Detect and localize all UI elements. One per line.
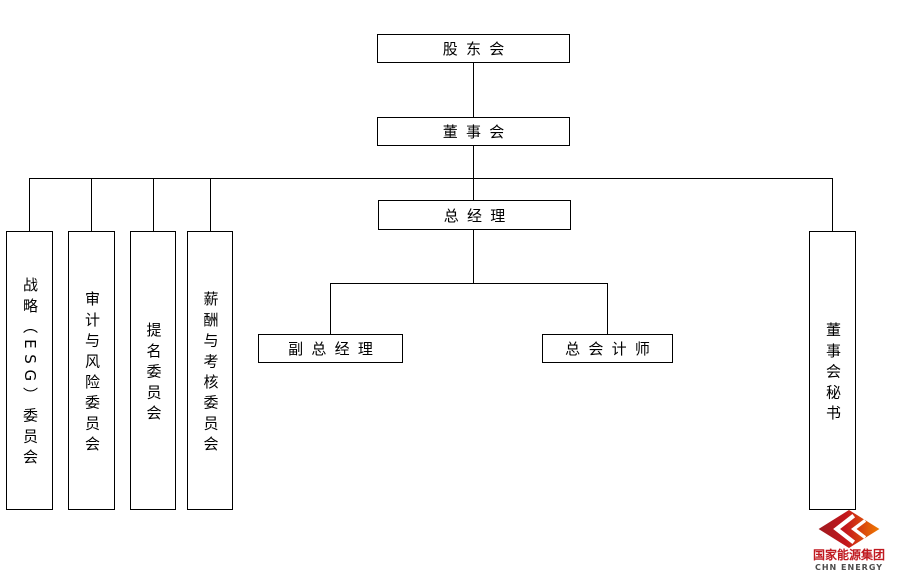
- node-deputy-general-manager: 副总经理: [258, 334, 403, 363]
- chn-energy-logo-icon: [818, 510, 880, 548]
- connector-stub-committee-1: [29, 178, 30, 231]
- node-committee-strategy-esg-label: 战略（ESG）委员会: [21, 277, 39, 470]
- node-shareholders-meeting-label: 股东会: [442, 40, 513, 58]
- node-committee-audit-risk-label: 审计与风险委员会: [83, 290, 101, 457]
- connector-gm-down: [473, 229, 474, 283]
- node-chief-accountant-label: 总会计师: [565, 340, 659, 358]
- connector-stub-committee-4: [210, 178, 211, 231]
- node-chief-accountant: 总会计师: [542, 334, 673, 363]
- node-board-of-directors: 董事会: [377, 117, 570, 146]
- node-general-manager: 总经理: [378, 200, 571, 230]
- node-deputy-general-manager-label: 副总经理: [288, 340, 382, 358]
- connector-branch-top: [29, 178, 833, 179]
- node-general-manager-label: 总经理: [443, 206, 514, 225]
- node-committee-audit-risk: 审计与风险委员会: [68, 231, 115, 510]
- connector-shareholders-board: [473, 62, 474, 118]
- company-logo-name-en: CHN ENERGY: [814, 563, 883, 572]
- node-board-secretary: 董事会秘书: [809, 231, 856, 510]
- node-committee-nomination: 提名委员会: [130, 231, 176, 510]
- company-logo: 国家能源集团 CHN ENERGY: [808, 510, 890, 572]
- connector-stub-committee-3: [153, 178, 154, 231]
- node-shareholders-meeting: 股东会: [377, 34, 570, 63]
- node-board-secretary-label: 董事会秘书: [824, 321, 842, 426]
- node-board-of-directors-label: 董事会: [442, 123, 513, 141]
- connector-stub-secretary: [832, 178, 833, 231]
- connector-board-gm: [473, 145, 474, 201]
- connector-branch-bottom: [330, 283, 608, 284]
- node-committee-nomination-label: 提名委员会: [144, 321, 163, 426]
- node-committee-remuneration-assessment-label: 薪酬与考核委员会: [201, 290, 220, 457]
- node-committee-strategy-esg: 战略（ESG）委员会: [6, 231, 53, 510]
- node-committee-remuneration-assessment: 薪酬与考核委员会: [187, 231, 233, 510]
- connector-stub-chief-accountant: [607, 283, 608, 334]
- connector-stub-deputy-gm: [330, 283, 331, 334]
- connector-stub-committee-2: [91, 178, 92, 231]
- company-logo-name-cn: 国家能源集团: [812, 548, 885, 562]
